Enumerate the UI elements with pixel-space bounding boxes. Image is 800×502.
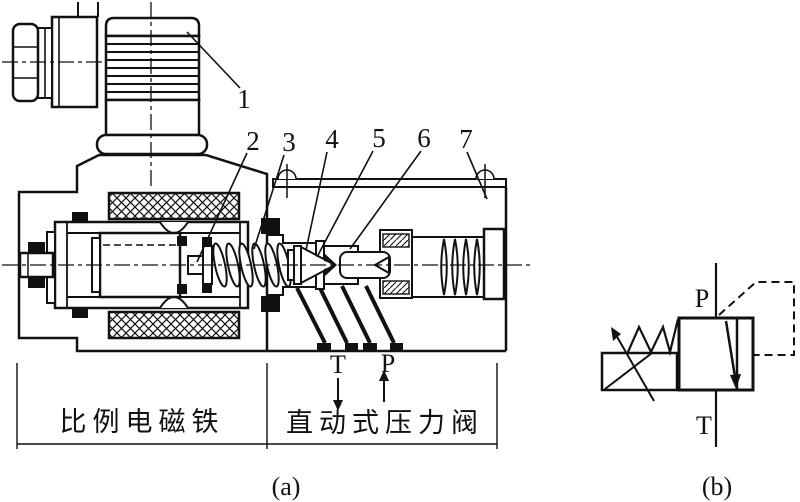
adjuster-end-cap — [482, 227, 506, 301]
port-t-block-right — [345, 343, 358, 351]
adjuster-thread-2 — [451, 238, 459, 296]
leader-7 — [466, 151, 488, 200]
plug-hatch-bottom — [382, 280, 410, 295]
proportional-solenoid-section — [11, 2, 269, 353]
joint-seal-top — [261, 218, 280, 234]
frame-foot-bottom — [72, 308, 88, 318]
leader-2 — [196, 152, 248, 263]
armature-seal-bottom — [177, 284, 187, 294]
adjuster-thread-3 — [462, 238, 470, 296]
symbol-valve-square — [677, 316, 755, 392]
section-label-direct-pressure-valve: 直动式压力阀 — [286, 408, 484, 438]
port-p-block-right — [390, 343, 403, 351]
leader-5 — [316, 150, 374, 258]
symbol-port-p: P — [695, 284, 709, 313]
port-label-t: T — [330, 350, 346, 379]
callout-leader-lines — [186, 31, 488, 263]
leader-1 — [186, 31, 241, 89]
spring-chamber-walls — [267, 234, 316, 296]
symbol-solenoid-diagonal — [604, 352, 653, 390]
leader-6 — [349, 150, 422, 250]
port-annotations: T P — [330, 349, 395, 411]
callout-4: 4 — [325, 124, 339, 154]
caption-a: (a) — [272, 472, 301, 501]
symbol-port-t: T — [696, 411, 712, 440]
rod-seal-bottom — [202, 284, 212, 293]
callout-3: 3 — [282, 127, 296, 157]
coil-bottom — [107, 310, 241, 340]
seat-orifice-bottom — [324, 265, 337, 277]
bracket-lines — [16, 363, 498, 449]
callout-1: 1 — [237, 84, 251, 114]
port-t-arrowhead — [333, 400, 343, 411]
section-label-proportional-solenoid: 比例电磁铁 — [60, 407, 225, 437]
symbol-spring — [626, 318, 680, 357]
caption-b: (b) — [702, 472, 732, 501]
valve-top-plate — [272, 178, 507, 188]
pilot-line-dashed — [718, 281, 795, 356]
port-label-p: P — [381, 349, 395, 378]
symbol-adjust-arrow-line — [615, 334, 655, 402]
port-t-block-left — [317, 343, 331, 351]
plug-hatch-top — [382, 233, 410, 248]
armature-seal-top — [177, 236, 187, 246]
symbol-flow-arrowhead — [730, 374, 741, 389]
symbol-adjust-arrowhead — [611, 327, 621, 341]
leader-4 — [305, 151, 328, 251]
knob-cap — [104, 16, 201, 38]
coil-top — [107, 191, 241, 221]
nut-facets — [13, 46, 38, 79]
frame-foot-top — [72, 212, 88, 222]
knob-ribs — [106, 43, 199, 93]
flow-channels — [295, 285, 396, 344]
knob-collar — [95, 133, 209, 156]
joint-seal-bottom — [261, 296, 280, 312]
cable-entry-lines — [77, 2, 99, 17]
left-seal-bottom — [28, 277, 45, 288]
callout-5: 5 — [372, 123, 386, 153]
callout-2: 2 — [246, 126, 260, 156]
seat-orifice-top — [324, 253, 337, 265]
callout-7: 7 — [459, 124, 473, 154]
adjuster-thread-4 — [473, 238, 481, 296]
symbol-flow-arrow-line — [724, 320, 737, 378]
left-seal-top — [28, 242, 45, 253]
adjuster-thread-1 — [440, 238, 448, 296]
centerlines — [2, 2, 532, 266]
port-p-block-left — [363, 343, 377, 351]
port-p-arrowhead — [379, 370, 389, 381]
callout-numbers: 1 2 3 4 5 6 7 — [237, 84, 473, 157]
callout-6: 6 — [417, 123, 431, 153]
knob-neck — [104, 98, 201, 137]
adjuster-bore-lines — [412, 236, 484, 298]
armature — [98, 231, 182, 299]
section-brackets: 比例电磁铁 直动式压力阀 (a) — [16, 363, 498, 501]
hydraulic-symbol: P T (b) — [600, 263, 795, 501]
symbol-solenoid-box — [600, 351, 679, 392]
leader-3 — [253, 154, 285, 250]
